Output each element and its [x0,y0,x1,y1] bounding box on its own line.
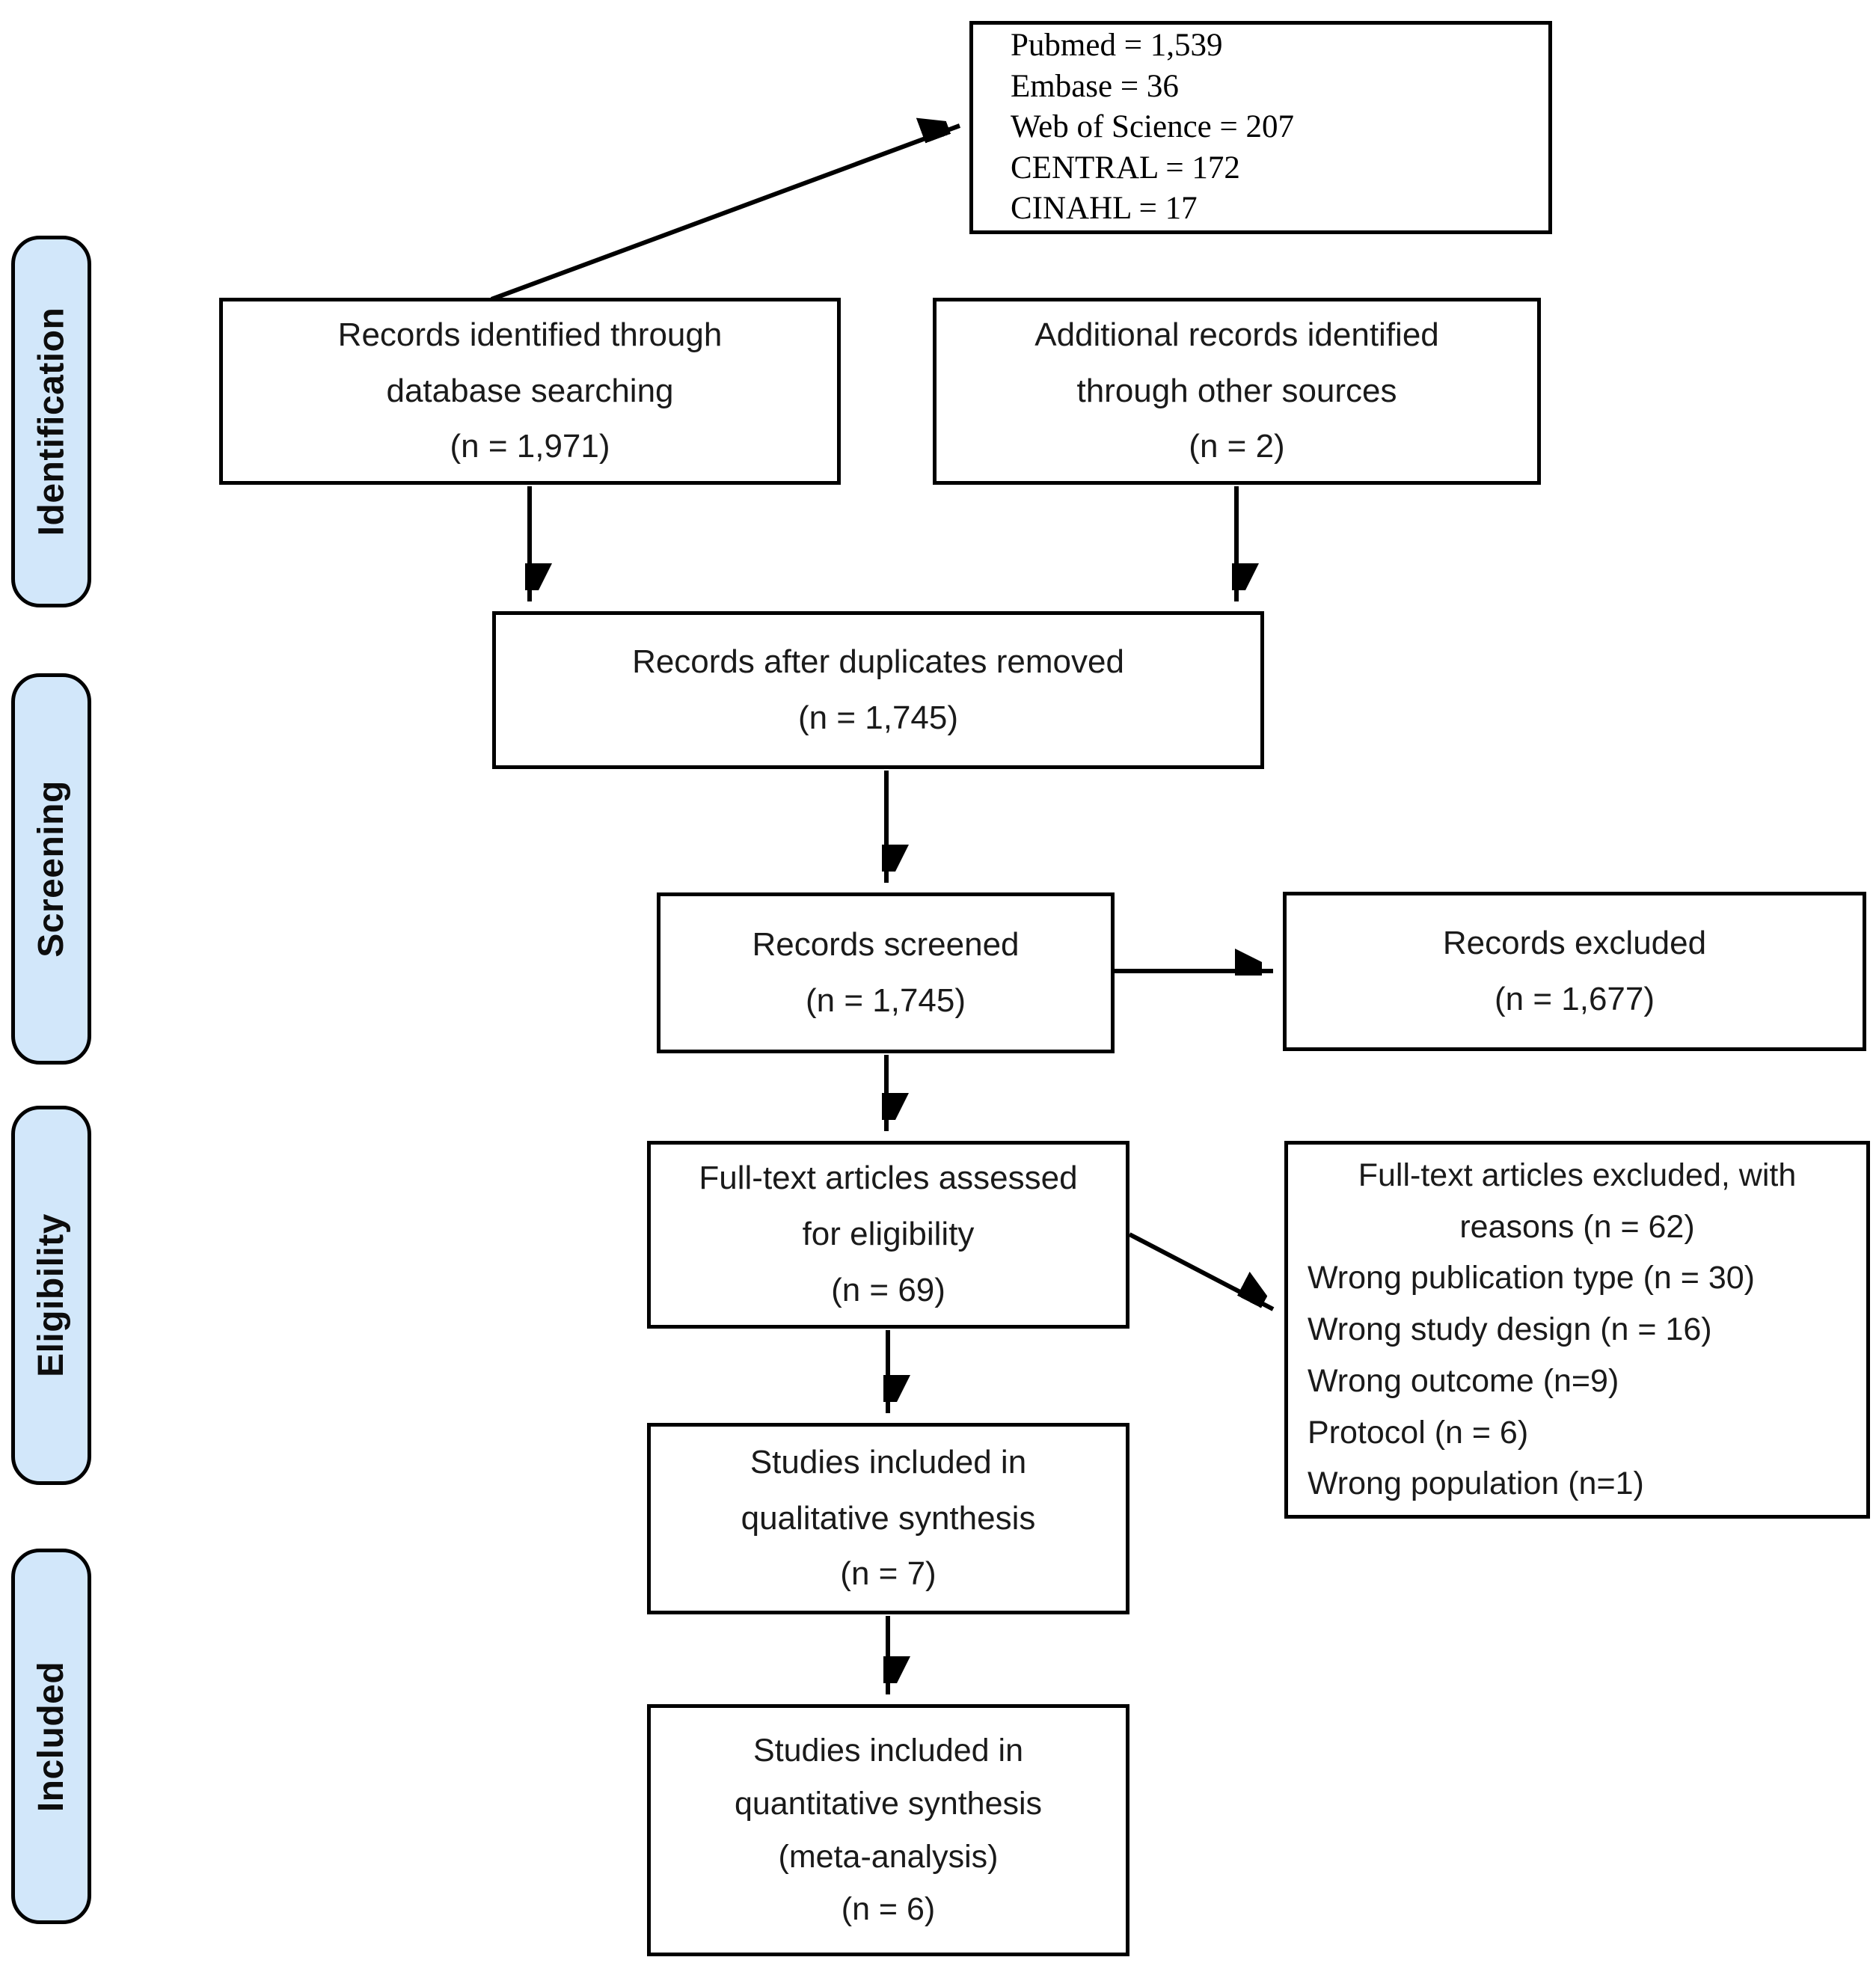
box-records-excluded: Records excluded (n = 1,677) [1283,892,1866,1051]
box-fulltext-excluded: Full-text articles excluded, with reason… [1284,1141,1870,1519]
exclusion-reason: Wrong study design (n = 16) [1308,1311,1712,1348]
box-text-line: (n = 1,745) [805,982,966,1019]
box-text-line: Full-text articles assessed [699,1160,1078,1197]
exclusion-reason: Protocol (n = 6) [1308,1414,1529,1451]
box-text-line: (n = 6) [841,1891,936,1928]
stage-screening: Screening [11,673,91,1065]
source-line: Web of Science = 207 [1011,109,1295,145]
source-line: Embase = 36 [1011,68,1179,104]
box-text-line: reasons (n = 62) [1459,1208,1695,1245]
box-text-line: (n = 69) [831,1271,945,1308]
exclusion-reason: Wrong population (n=1) [1308,1466,1644,1502]
box-records-screened: Records screened (n = 1,745) [657,892,1115,1053]
source-line: CENTRAL = 172 [1011,150,1240,186]
exclusion-reason: Wrong publication type (n = 30) [1308,1260,1755,1296]
box-duplicates-removed: Records after duplicates removed (n = 1,… [492,611,1264,769]
box-text-line: through other sources [1076,372,1397,409]
box-text-line: (n = 1,677) [1494,980,1655,1017]
box-text-line: (meta-analysis) [778,1838,999,1875]
stage-eligibility-label: Eligibility [31,1213,72,1377]
stage-identification-label: Identification [31,307,72,536]
stage-screening-label: Screening [31,780,72,958]
stage-included-label: Included [31,1661,71,1812]
box-text-line: (n = 7) [840,1555,937,1593]
box-text-line: Records identified through [337,316,723,353]
box-fulltext-assessed: Full-text articles assessed for eligibil… [647,1141,1129,1329]
box-text-line: quantitative synthesis [734,1785,1043,1822]
box-text-line: for eligibility [802,1216,975,1253]
box-text-line: (n = 2) [1189,428,1285,465]
box-text-line: Records excluded [1442,924,1707,961]
box-text-line: qualitative synthesis [741,1499,1036,1537]
stage-eligibility: Eligibility [11,1106,91,1485]
box-text-line: (n = 1,971) [450,428,610,465]
box-quantitative-synthesis: Studies included in quantitative synthes… [647,1704,1129,1956]
arrow-fulltext-to-excluded [1128,1232,1275,1311]
box-qualitative-synthesis: Studies included in qualitative synthesi… [647,1423,1129,1614]
source-line: Pubmed = 1,539 [1011,27,1223,63]
box-text-line: Additional records identified [1034,316,1439,353]
box-database-sources: Pubmed = 1,539 Embase = 36 Web of Scienc… [969,21,1552,234]
box-records-identified: Records identified through database sear… [219,298,841,485]
box-text-line: Records screened [752,925,1020,963]
box-text-line: Studies included in [753,1732,1023,1769]
box-text-line: Records after duplicates removed [632,643,1124,680]
box-text-line: database searching [386,372,674,409]
exclusion-reason: Wrong outcome (n=9) [1308,1362,1619,1399]
source-line: CINAHL = 17 [1011,191,1198,227]
box-text-line: (n = 1,745) [797,699,959,736]
stage-identification: Identification [11,236,91,607]
stage-included: Included [11,1549,91,1924]
box-text-line: Full-text articles excluded, with [1358,1157,1797,1193]
arrow-identified-to-sources [490,126,961,301]
box-text-line: Studies included in [750,1443,1027,1480]
box-additional-records: Additional records identified through ot… [933,298,1541,485]
